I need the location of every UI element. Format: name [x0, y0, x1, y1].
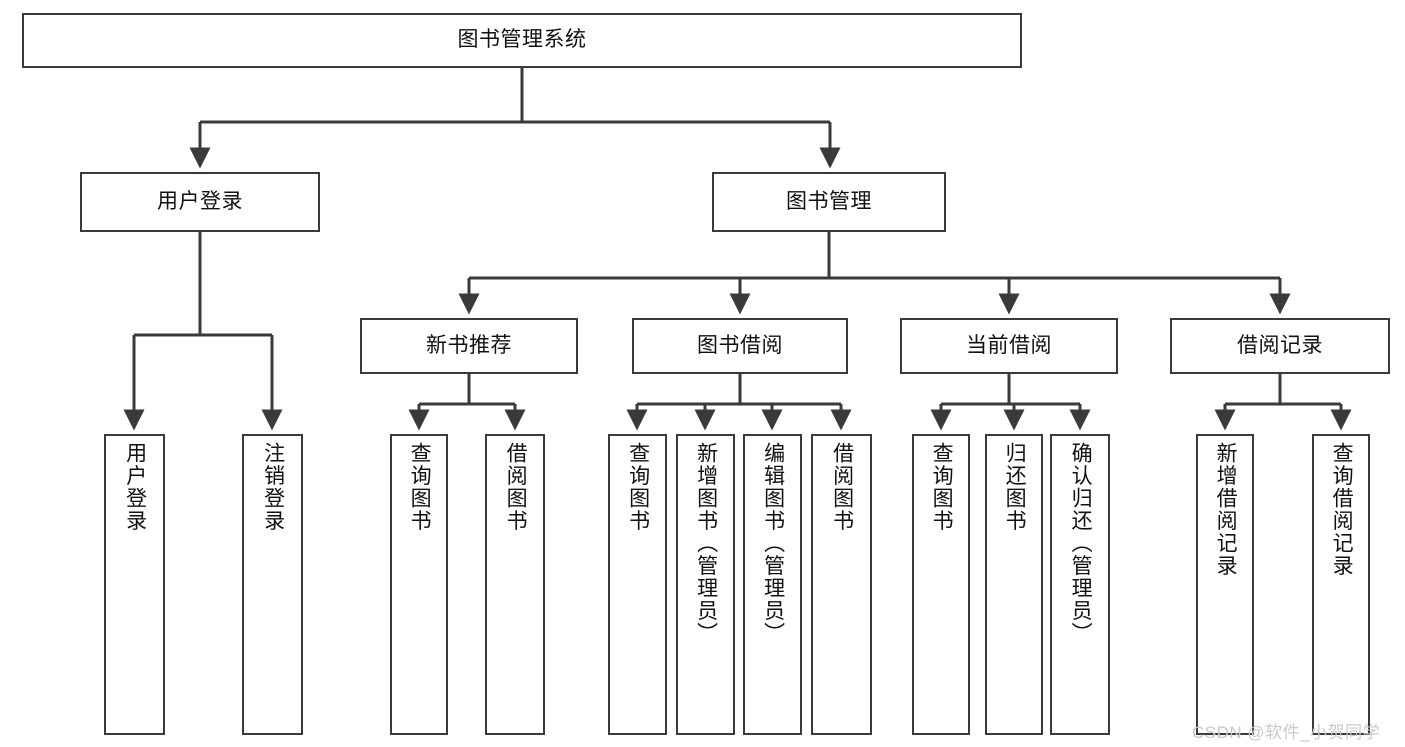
node-new-book-recommend[interactable]: 新书推荐: [360, 318, 578, 374]
node-leaf-label: 新增借阅记录: [1214, 442, 1238, 577]
csdn-watermark: CSDN @软件_小贺同学: [1192, 723, 1381, 742]
node-leaf-query-borrow-record[interactable]: 查询借阅记录: [1312, 434, 1370, 735]
node-leaf-return-book[interactable]: 归还图书: [985, 434, 1043, 735]
node-book-borrow[interactable]: 图书借阅: [632, 318, 848, 374]
node-leaf-label: 编辑图书（管理员）: [761, 442, 785, 645]
node-book-management-label: 图书管理: [786, 189, 872, 213]
node-leaf-label: 查询借阅记录: [1330, 442, 1354, 577]
node-leaf-label: 新增图书（管理员）: [694, 442, 718, 645]
node-leaf-label: 查询图书: [930, 442, 954, 532]
node-current-borrow[interactable]: 当前借阅: [900, 318, 1118, 374]
node-leaf-add-borrow-record[interactable]: 新增借阅记录: [1196, 434, 1254, 735]
node-leaf-query-book-recommend[interactable]: 查询图书: [390, 434, 448, 735]
node-leaf-query-book-current[interactable]: 查询图书: [912, 434, 970, 735]
node-leaf-label: 借阅图书: [504, 442, 528, 532]
node-leaf-user-login[interactable]: 用户登录: [104, 434, 165, 735]
node-current-borrow-label: 当前借阅: [966, 333, 1052, 357]
node-leaf-label: 确认归还（管理员）: [1069, 442, 1093, 645]
node-leaf-add-book-admin[interactable]: 新增图书（管理员）: [676, 434, 735, 735]
node-borrow-record-label: 借阅记录: [1237, 333, 1323, 357]
node-book-borrow-label: 图书借阅: [697, 333, 783, 357]
node-leaf-edit-book-admin[interactable]: 编辑图书（管理员）: [743, 434, 802, 735]
node-root-label: 图书管理系统: [457, 28, 587, 52]
node-leaf-label: 查询图书: [408, 442, 432, 532]
node-leaf-logout[interactable]: 注销登录: [242, 434, 303, 735]
node-borrow-record[interactable]: 借阅记录: [1170, 318, 1390, 374]
node-leaf-confirm-return-admin[interactable]: 确认归还（管理员）: [1050, 434, 1110, 735]
node-leaf-label: 归还图书: [1003, 442, 1027, 532]
node-book-management[interactable]: 图书管理: [712, 172, 946, 232]
node-leaf-borrow-book-recommend[interactable]: 借阅图书: [485, 434, 545, 735]
node-user-login[interactable]: 用户登录: [80, 172, 320, 232]
node-leaf-label: 用户登录: [123, 442, 147, 532]
node-new-book-recommend-label: 新书推荐: [426, 333, 512, 357]
node-user-login-label: 用户登录: [157, 189, 243, 213]
node-leaf-label: 注销登录: [261, 442, 285, 532]
node-leaf-query-book-borrow[interactable]: 查询图书: [608, 434, 667, 735]
node-leaf-borrow-book[interactable]: 借阅图书: [811, 434, 872, 735]
node-leaf-label: 查询图书: [626, 442, 650, 532]
node-leaf-label: 借阅图书: [830, 442, 854, 532]
node-root[interactable]: 图书管理系统: [22, 13, 1022, 68]
